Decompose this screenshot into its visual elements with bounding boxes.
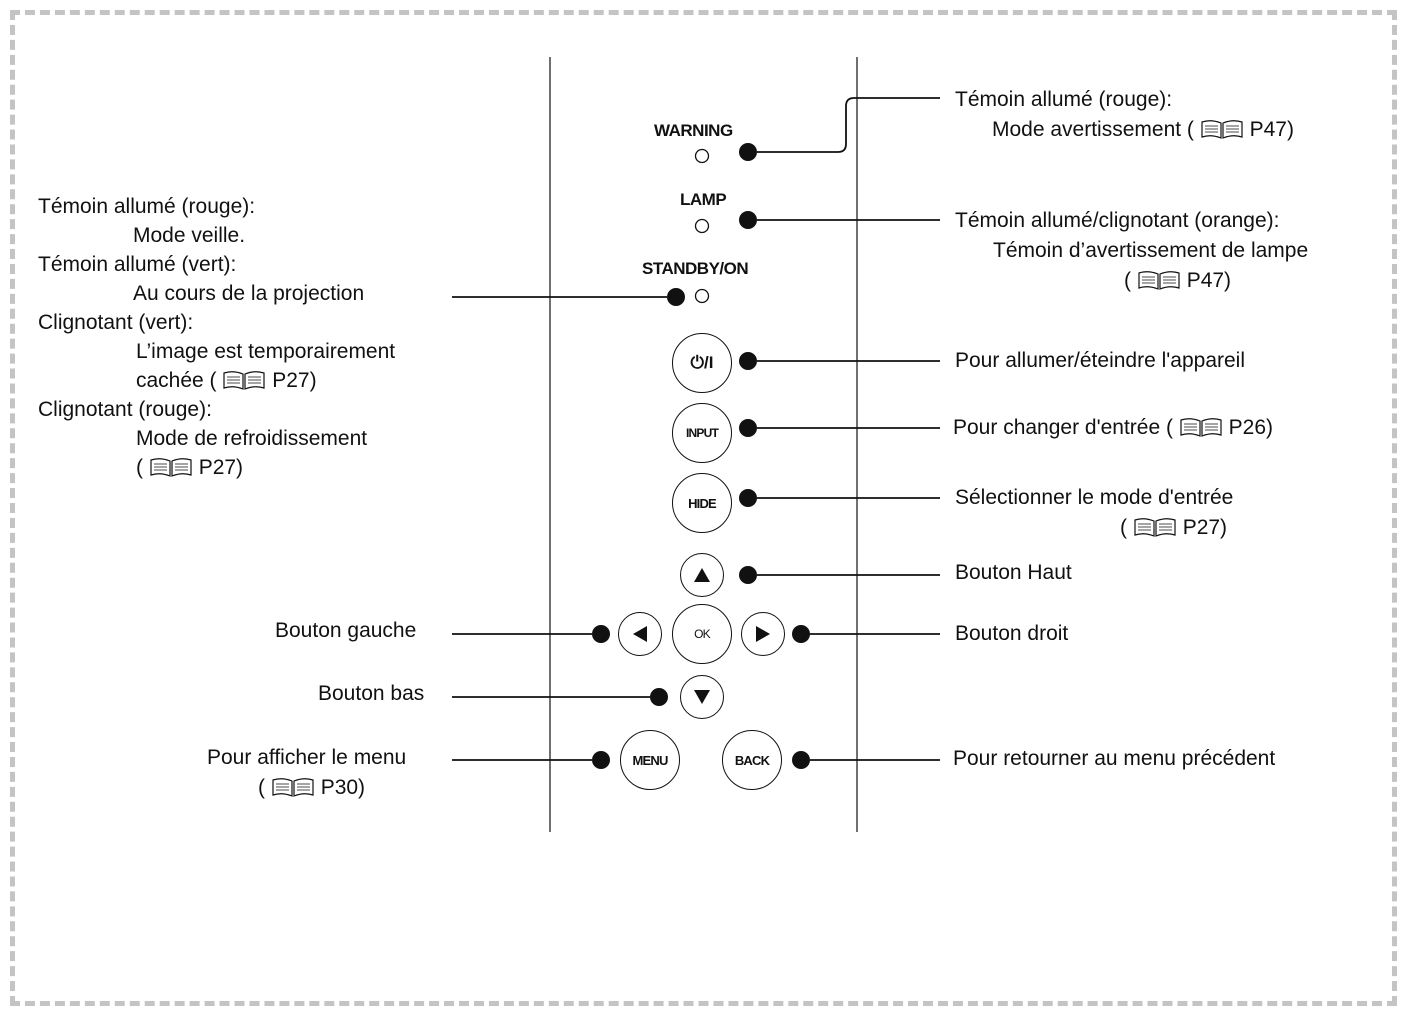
power-button[interactable]: ⏻/I: [672, 333, 732, 393]
book-reference-icon: [1201, 120, 1243, 139]
hide-callout-line1: Sélectionner le mode d'entrée: [955, 486, 1234, 509]
back-button[interactable]: BACK: [722, 730, 782, 790]
hide-callout-line2: ( P27): [1120, 516, 1228, 539]
standby-callout-l7: cachée ( P27): [136, 369, 317, 392]
warning-led-icon: [694, 148, 710, 164]
standby-callout-l6: L’image est temporairement: [136, 340, 396, 363]
standby-callout-l1: Témoin allumé (rouge):: [38, 195, 256, 218]
standby-callout-l5: Clignotant (vert):: [38, 311, 194, 334]
down-button[interactable]: [680, 675, 724, 719]
warning-callout-line2: Mode avertissement ( P47): [992, 118, 1294, 141]
back-dot: [792, 751, 810, 769]
hide-button[interactable]: HIDE: [672, 473, 732, 533]
menu-button-label: MENU: [632, 752, 668, 768]
hide-button-label: HIDE: [688, 495, 717, 511]
lamp-dot: [739, 211, 757, 229]
right-arrow-icon: [756, 626, 770, 642]
hide-dot: [739, 489, 757, 507]
ok-button-label: OK: [694, 627, 711, 641]
menu-dot: [592, 751, 610, 769]
warning-line: [757, 97, 940, 153]
standby-callout-l3: Témoin allumé (vert):: [38, 253, 237, 276]
down-arrow-icon: [694, 690, 710, 704]
standby-callout-l2: Mode veille.: [133, 224, 246, 247]
menu-callout-line1: Pour afficher le menu: [207, 746, 407, 769]
book-reference-icon: [1134, 518, 1176, 537]
power-callout: Pour allumer/éteindre l'appareil: [955, 349, 1246, 372]
up-button[interactable]: [680, 553, 724, 597]
standby-dot: [667, 288, 685, 306]
up-callout: Bouton Haut: [955, 561, 1072, 584]
ok-button[interactable]: OK: [672, 604, 732, 664]
down-callout: Bouton bas: [318, 682, 425, 705]
standby-callout-l10: ( P27): [136, 456, 244, 479]
input-button-label: INPUT: [685, 426, 719, 440]
warning-label: WARNING: [654, 121, 733, 140]
standby-label: STANDBY/ON: [642, 259, 749, 278]
standby-led-icon: [694, 288, 710, 304]
dashed-border: [10, 10, 1397, 1006]
book-reference-icon: [1138, 271, 1180, 290]
input-callout: Pour changer d'entrée ( P26): [953, 416, 1274, 439]
left-button[interactable]: [618, 612, 662, 656]
down-dot: [650, 688, 668, 706]
lamp-label: LAMP: [680, 190, 727, 209]
book-reference-icon: [272, 778, 314, 797]
back-button-label: BACK: [734, 752, 770, 768]
left-callout: Bouton gauche: [275, 619, 417, 642]
standby-callout-l4: Au cours de la projection: [133, 282, 365, 305]
power-button-label: ⏻/I: [690, 353, 714, 372]
up-arrow-icon: [694, 568, 710, 582]
lamp-led-icon: [694, 218, 710, 234]
up-dot: [739, 566, 757, 584]
input-dot: [739, 419, 757, 437]
lamp-callout-line2: Témoin d’avertissement de lampe: [993, 239, 1309, 262]
right-dot: [792, 625, 810, 643]
left-arrow-icon: [633, 626, 647, 642]
power-dot: [739, 352, 757, 370]
warning-callout-line1: Témoin allumé (rouge):: [955, 88, 1173, 111]
warning-dot: [739, 143, 757, 161]
lamp-callout-line3: ( P47): [1124, 269, 1232, 292]
book-reference-icon: [1180, 418, 1222, 437]
menu-button[interactable]: MENU: [620, 730, 680, 790]
left-dot: [592, 625, 610, 643]
book-reference-icon: [150, 458, 192, 477]
right-button[interactable]: [741, 612, 785, 656]
back-callout: Pour retourner au menu précédent: [953, 747, 1276, 770]
menu-callout-line2: ( P30): [258, 776, 366, 799]
standby-callout-l9: Mode de refroidissement: [136, 427, 368, 450]
input-button[interactable]: INPUT: [672, 403, 732, 463]
standby-callout-l8: Clignotant (rouge):: [38, 398, 212, 421]
book-reference-icon: [223, 371, 265, 390]
lamp-callout-line1: Témoin allumé/clignotant (orange):: [955, 209, 1280, 232]
right-callout: Bouton droit: [955, 622, 1069, 645]
